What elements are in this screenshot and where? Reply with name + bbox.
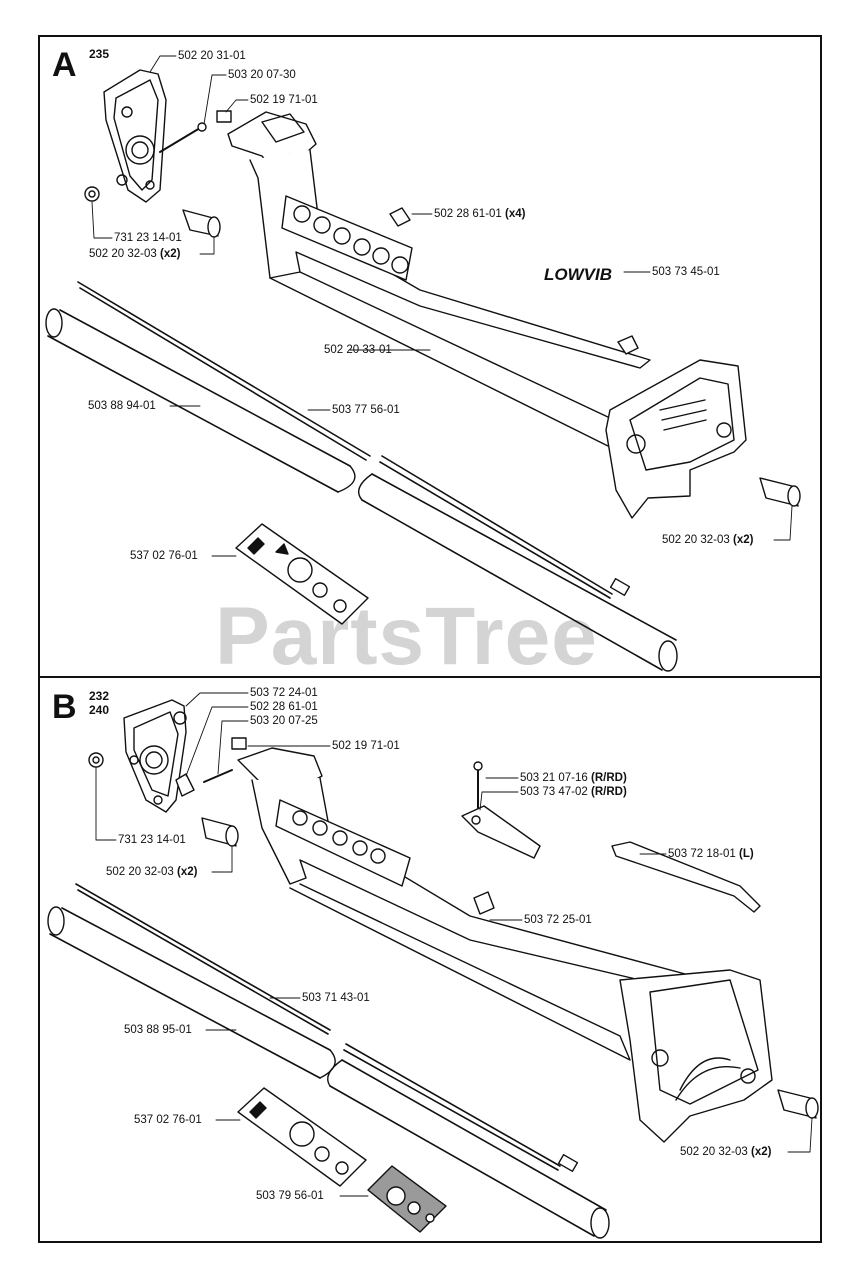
part-label[interactable]: 731 23 14-01 bbox=[118, 834, 186, 846]
handle-bracket-b bbox=[123, 699, 187, 813]
decal-503-79-56-01 bbox=[367, 1165, 447, 1233]
part-label[interactable]: 502 19 71-01 bbox=[332, 740, 400, 752]
handle-bracket-a bbox=[103, 69, 167, 203]
warning-decal-b bbox=[237, 1087, 367, 1187]
shaft-housing-b bbox=[237, 747, 773, 1143]
part-label[interactable]: 502 20 32-03 (x2) bbox=[680, 1146, 772, 1158]
part-label[interactable]: 502 19 71-01 bbox=[250, 94, 318, 106]
shaft-housing-a bbox=[227, 111, 747, 519]
part-label[interactable]: 503 20 07-30 bbox=[228, 69, 296, 81]
part-label[interactable]: 502 20 31-01 bbox=[178, 50, 246, 62]
part-label[interactable]: 537 02 76-01 bbox=[130, 550, 198, 562]
part-label[interactable]: 503 21 07-16 (R/RD) bbox=[520, 772, 627, 784]
part-label[interactable]: 503 79 56-01 bbox=[256, 1190, 324, 1202]
part-label[interactable]: 503 73 45-01 bbox=[652, 266, 720, 278]
part-label[interactable]: 503 72 18-01 (L) bbox=[668, 848, 754, 860]
part-label[interactable]: 503 88 94-01 bbox=[88, 400, 156, 412]
part-label[interactable]: 503 20 07-25 bbox=[250, 715, 318, 727]
part-label[interactable]: 503 72 24-01 bbox=[250, 687, 318, 699]
section-divider bbox=[38, 676, 822, 678]
lowvib-logo-text: LOWVIB bbox=[544, 265, 612, 284]
part-label[interactable]: 537 02 76-01 bbox=[134, 1114, 202, 1126]
part-label[interactable]: 731 23 14-01 bbox=[114, 232, 182, 244]
part-label[interactable]: 503 77 56-01 bbox=[332, 404, 400, 416]
watermark: PartsTree bbox=[215, 591, 598, 682]
part-label[interactable]: 502 28 61-01 (x4) bbox=[434, 208, 526, 220]
diagram-frame bbox=[38, 35, 822, 1243]
part-label[interactable]: 502 20 32-03 (x2) bbox=[106, 866, 198, 878]
section-b-letter: B bbox=[52, 688, 77, 726]
part-label[interactable]: 503 72 25-01 bbox=[524, 914, 592, 926]
section-a-letter: A bbox=[52, 46, 77, 84]
section-b-model-1: 232 bbox=[89, 689, 110, 703]
section-b-model-2: 240 bbox=[89, 703, 110, 717]
part-label[interactable]: 503 71 43-01 bbox=[302, 992, 370, 1004]
part-label[interactable]: 502 20 33-01 bbox=[324, 344, 392, 356]
part-label[interactable]: 502 20 32-03 (x2) bbox=[662, 534, 754, 546]
part-label[interactable]: 502 28 61-01 bbox=[250, 701, 318, 713]
section-a-model: 235 bbox=[89, 47, 110, 61]
part-label[interactable]: 502 20 32-03 (x2) bbox=[89, 248, 181, 260]
warning-decal-a bbox=[235, 523, 369, 625]
lowvib-logo bbox=[544, 264, 626, 282]
part-label[interactable]: 503 88 95-01 bbox=[124, 1024, 192, 1036]
part-label[interactable]: 503 73 47-02 (R/RD) bbox=[520, 786, 627, 798]
